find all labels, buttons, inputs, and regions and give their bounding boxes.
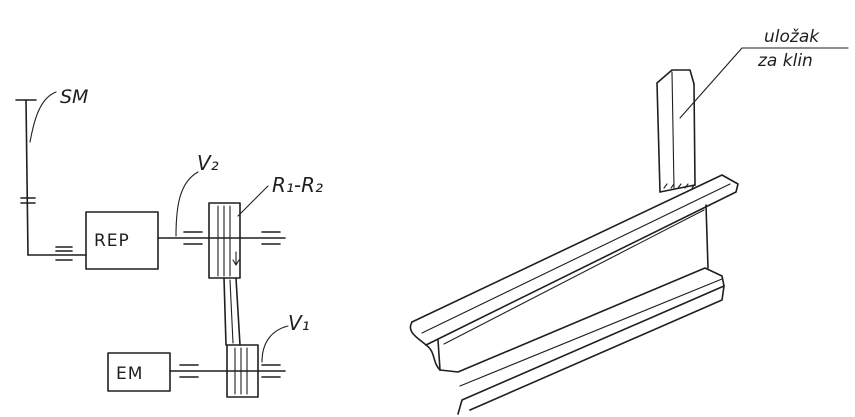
- web-right: [705, 204, 709, 269]
- r1-r2-label: R₁-R₂: [272, 173, 323, 197]
- v2-label: V₂: [197, 151, 219, 175]
- annotation-line1: uložak: [764, 27, 820, 47]
- bottom-flange-edge: [469, 285, 725, 411]
- em-box: [107, 352, 171, 392]
- bottom-flange: [439, 267, 725, 415]
- web-left: [437, 339, 441, 371]
- r-label-leader: [237, 185, 269, 217]
- em-label: EM: [116, 364, 143, 384]
- upper-pulley: [208, 202, 241, 279]
- rep-box: [85, 211, 159, 270]
- v2-shaft: [157, 171, 286, 245]
- sm-label: SM: [60, 86, 88, 108]
- annotation-line2: za klin: [757, 51, 813, 71]
- top-flange: [411, 174, 739, 346]
- v1-shaft: [169, 325, 289, 378]
- input-shaft: [27, 246, 87, 261]
- kinematic-scheme: SM REP V₂: [15, 86, 323, 398]
- key-insert: [656, 69, 696, 193]
- rep-label: REP: [94, 231, 130, 251]
- beam-drawing: uložak za klin: [409, 27, 849, 415]
- sm-shaft: [15, 91, 57, 256]
- v1-label: V₁: [288, 311, 310, 335]
- belt: [223, 251, 241, 346]
- break-line: [409, 321, 441, 371]
- annotation-leader: [679, 47, 849, 119]
